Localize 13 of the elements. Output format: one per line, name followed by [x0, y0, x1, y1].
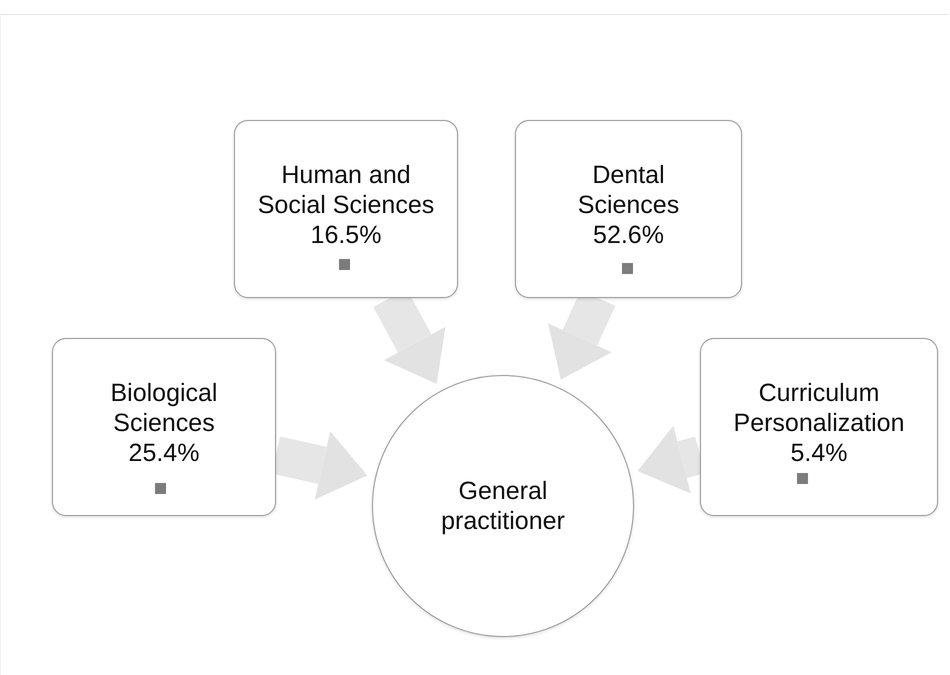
node-label: Dental Sciences	[576, 160, 680, 220]
node-label: General practitioner	[440, 476, 566, 536]
node-label: Biological Sciences	[109, 378, 218, 438]
percentage-label: 16.5%	[310, 220, 382, 250]
percentage-label: 52.6%	[593, 220, 664, 250]
node-label: Human and Social Sciences	[256, 160, 436, 220]
rounded-box	[700, 338, 938, 516]
percentage-label: 25.4%	[128, 438, 200, 468]
rounded-box	[234, 120, 458, 298]
percentage-label: 5.4%	[790, 438, 848, 468]
node-label: Curriculum Personalization	[732, 378, 906, 438]
rounded-box	[515, 120, 742, 298]
rounded-box	[52, 338, 276, 516]
